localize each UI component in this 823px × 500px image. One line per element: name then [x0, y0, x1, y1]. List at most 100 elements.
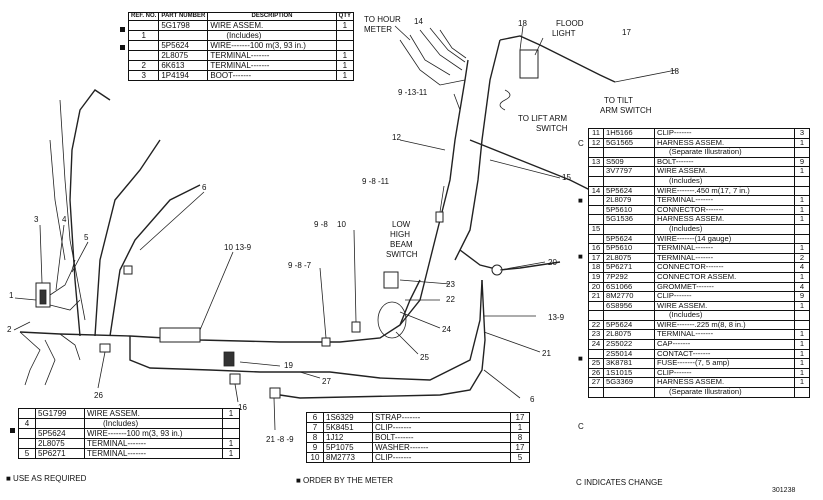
ref-cell: 11 [588, 128, 604, 139]
part-number-cell: 2L8075 [603, 329, 655, 341]
qty-cell: 1 [222, 438, 240, 449]
component-2-terminal [39, 289, 47, 305]
ref-cell: 18 [588, 262, 604, 273]
qty-cell: 9 [794, 156, 810, 168]
ref-cell: 12 [588, 137, 604, 149]
change-indicator: C [578, 421, 584, 431]
part-number-cell: 1H5166 [603, 128, 655, 139]
beam-switch-box [383, 271, 399, 289]
description-cell: (Separate Illustration) [654, 387, 795, 398]
part-number-cell: 6S8956 [603, 300, 655, 312]
description-cell: TERMINAL------- [84, 448, 223, 459]
part-number-cell [603, 223, 655, 235]
part-number-cell: 1S6329 [323, 412, 373, 423]
ref-cell: 27 [588, 377, 604, 389]
qty-cell: 1 [335, 50, 355, 61]
description-cell: CONNECTOR------- [654, 262, 795, 273]
top-table-square-mark-2 [120, 45, 125, 50]
part-number-cell: 2L8075 [158, 50, 209, 61]
description-cell: TERMINAL------- [654, 195, 795, 206]
left-end-wires [19, 331, 81, 386]
description-cell: (Includes) [654, 310, 795, 321]
table-row: (Separate Illustration) [588, 387, 810, 398]
qty-cell: 3 [794, 128, 810, 139]
order-by-meter-mark: ■ [578, 252, 583, 262]
left-riser-wire-b [94, 139, 161, 337]
description-cell: TERMINAL------- [84, 438, 223, 449]
description-cell: STRAP------- [372, 412, 511, 423]
bottom-left-square-mark [10, 428, 15, 433]
qty-cell: 1 [794, 300, 810, 312]
ref-cell [588, 300, 604, 312]
qty-cell [794, 319, 810, 331]
ref-cell [588, 204, 604, 216]
part-number-cell: 2L8075 [35, 438, 85, 449]
qty-cell: 1 [335, 20, 355, 31]
qty-cell: 1 [510, 422, 530, 433]
ref-cell [588, 387, 604, 398]
description-cell: HARNESS ASSEM. [654, 377, 795, 389]
qty-cell: 1 [794, 214, 810, 225]
qty-cell: 1 [794, 367, 810, 379]
qty-cell: 1 [794, 166, 810, 177]
qty-cell: 1 [794, 329, 810, 341]
riser-to-hour-meter [399, 59, 469, 326]
description-cell: TERMINAL------- [654, 329, 795, 341]
description-cell: HARNESS ASSEM. [654, 214, 795, 225]
clip-9-8-7 [321, 337, 331, 347]
qty-cell [794, 185, 810, 197]
description-cell: WIRE-------(14 gauge) [654, 233, 795, 245]
ref-cell [588, 147, 604, 158]
qty-cell: 1 [794, 137, 810, 149]
qty-cell [222, 428, 240, 439]
ref-cell [588, 195, 604, 206]
description-cell: CONNECTOR ASSEM. [654, 271, 795, 283]
qty-cell: 2 [794, 252, 810, 264]
connector-19 [223, 351, 235, 367]
table-row: 1(Includes) [127, 30, 355, 41]
description-cell: BOOT------- [207, 70, 337, 81]
clip-9-8-11 [435, 211, 444, 223]
qty-cell: 1 [794, 195, 810, 206]
part-number-cell: 5G3369 [603, 377, 655, 389]
clip-16 [229, 373, 241, 385]
part-number-cell: 5P5624 [603, 233, 655, 245]
ref-cell [588, 348, 604, 360]
description-cell: BOLT------- [654, 156, 795, 168]
part-number-cell: S509 [603, 156, 655, 168]
part-number-cell: 5P6271 [603, 262, 655, 273]
description-cell: (Includes) [207, 30, 337, 41]
ref-cell: 6 [306, 412, 324, 423]
change-indicator: C [578, 139, 584, 149]
qty-cell: 1 [335, 70, 355, 81]
qty-cell: 1 [794, 271, 810, 283]
qty-cell [335, 30, 355, 41]
qty-cell: 1 [794, 348, 810, 360]
qty-cell [222, 418, 240, 429]
qty-cell: 1 [794, 358, 810, 369]
ref-cell: 13 [588, 156, 604, 168]
part-number-cell: 5P5624 [603, 185, 655, 197]
qty-cell: 1 [794, 204, 810, 216]
qty-cell: 17 [510, 412, 530, 423]
description-cell: WIRE-------100 m(3, 93 in.) [84, 428, 223, 439]
description-cell: WIRE ASSEM. [654, 300, 795, 312]
ref-cell [127, 40, 160, 51]
qty-cell [794, 387, 810, 398]
qty-cell [794, 310, 810, 321]
ref-cell: 21 [588, 291, 604, 302]
ref-cell [588, 166, 604, 177]
part-number-cell [158, 30, 209, 41]
